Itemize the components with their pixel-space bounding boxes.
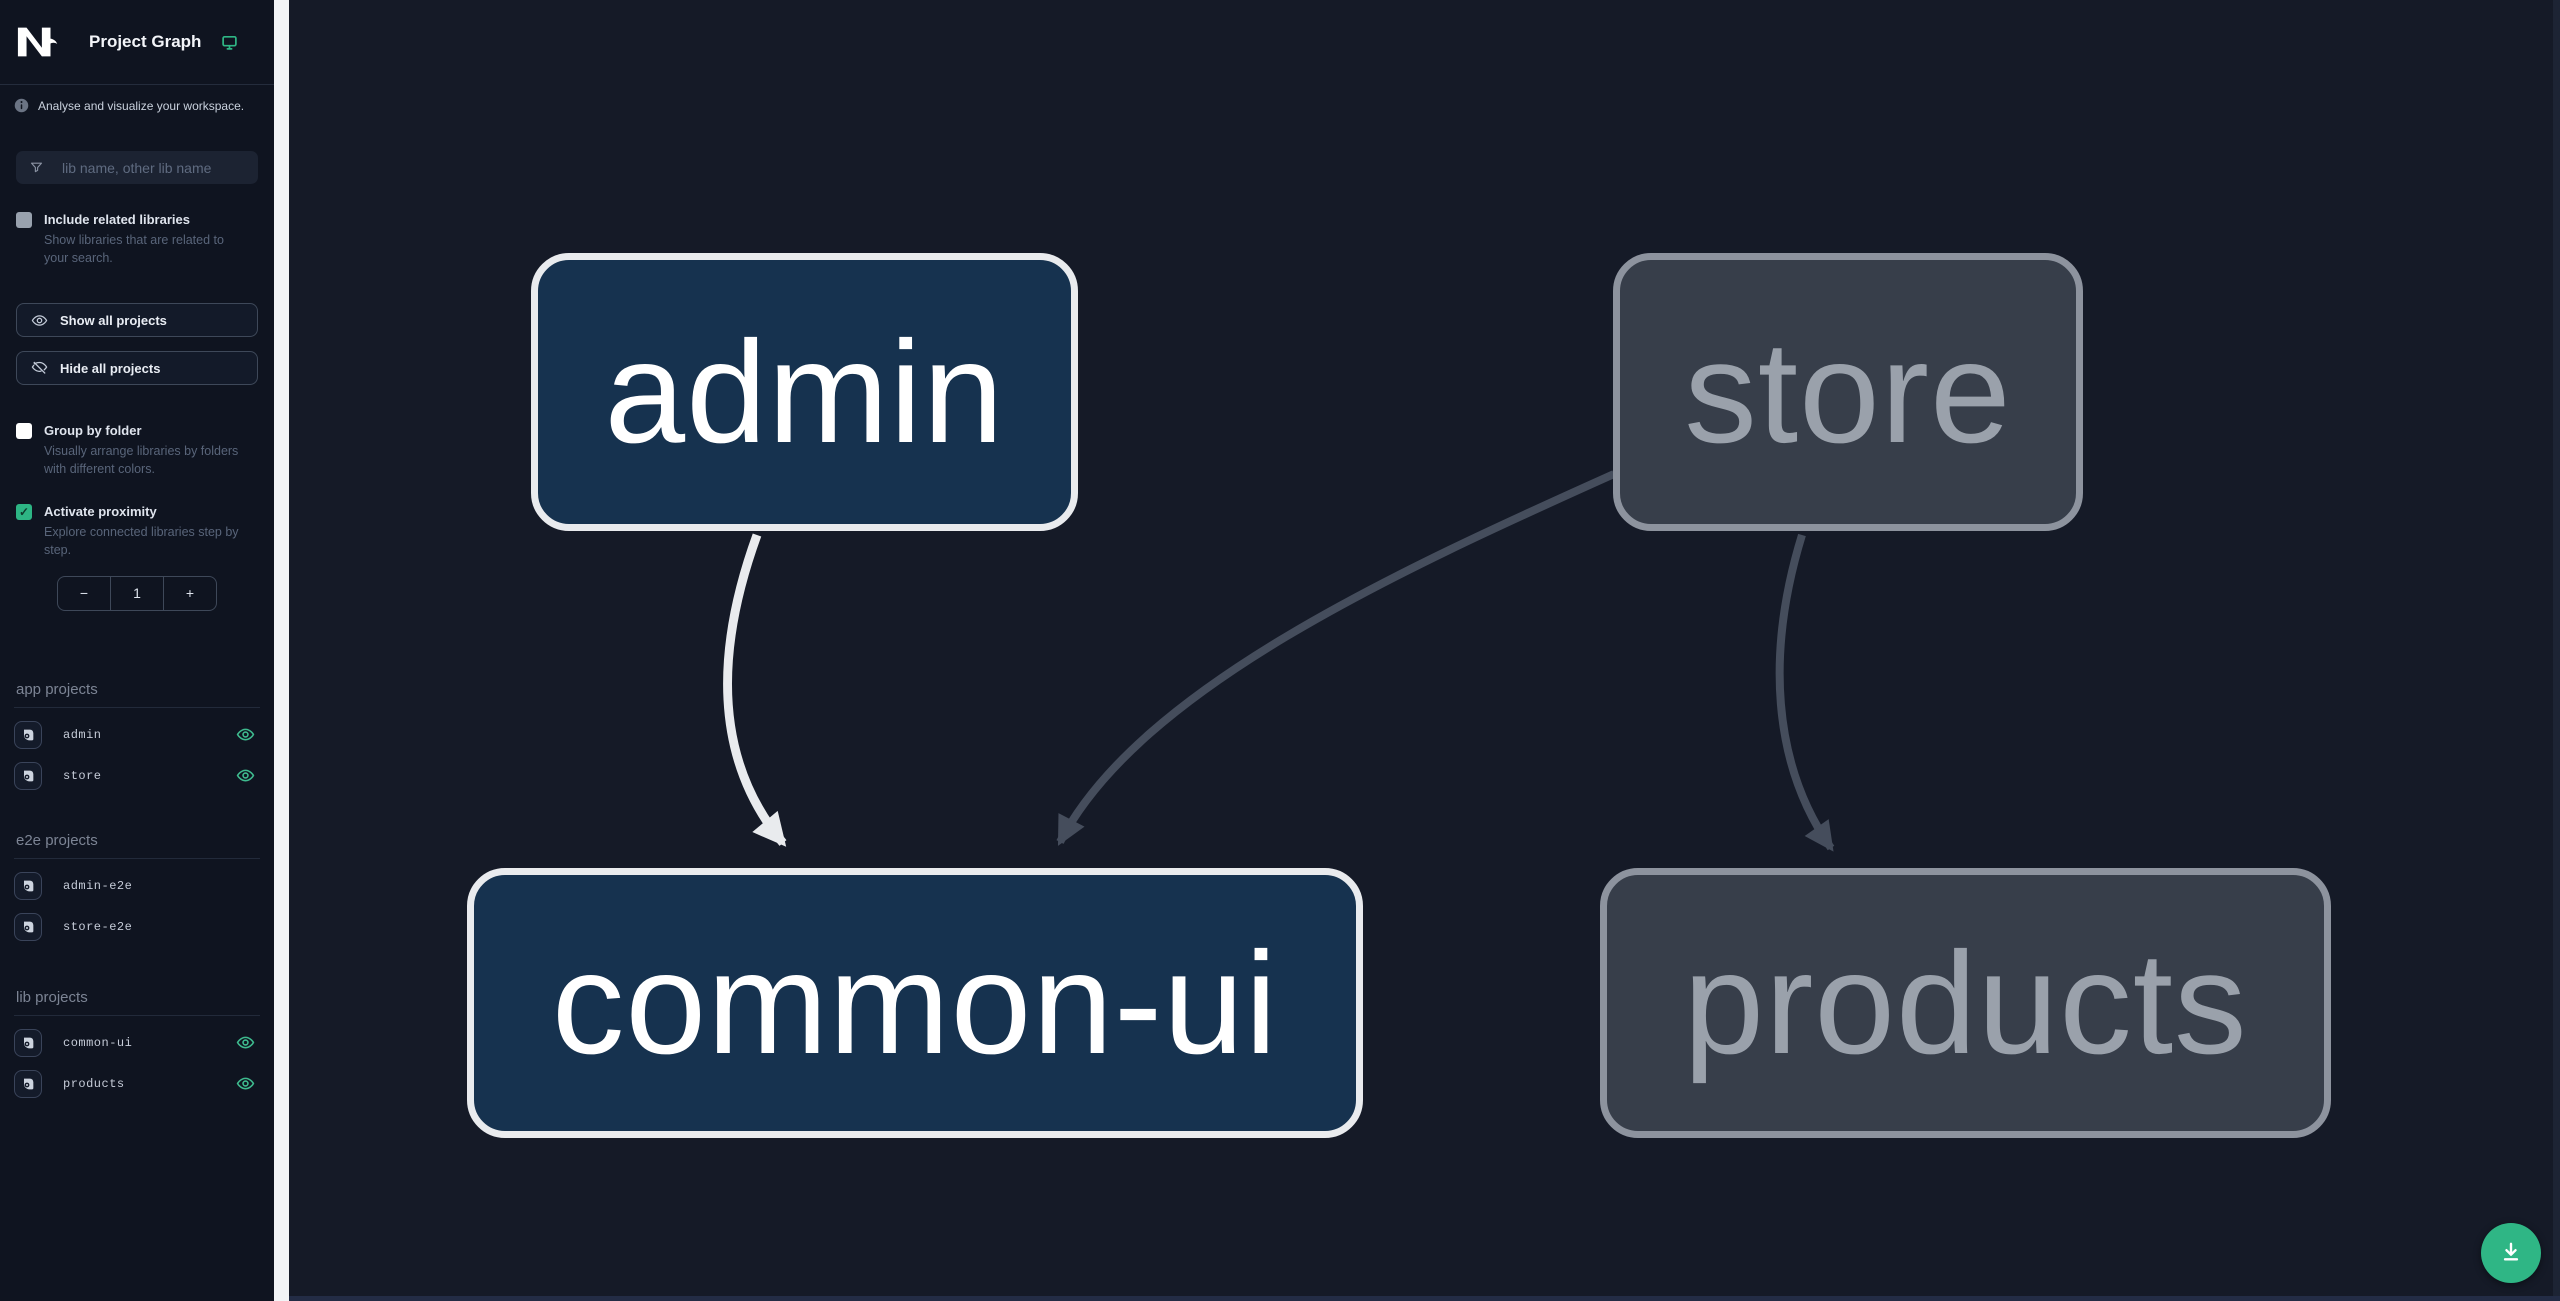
download-icon (2498, 1239, 2524, 1268)
edge-store-to-products[interactable] (1775, 533, 1835, 852)
nx-logo-icon (17, 27, 58, 57)
tagline-row: Analyse and visualize your workspace. (0, 85, 274, 113)
show-all-projects-button[interactable]: Show all projects (16, 303, 258, 338)
activate-proximity-label: Activate proximity (44, 503, 157, 519)
proximity-increment-button[interactable]: + (164, 577, 216, 610)
proximity-stepper: − 1 + (57, 575, 217, 611)
proximity-value: 1 (110, 576, 164, 610)
section-heading: e2e projects (14, 832, 260, 859)
graph-node-store[interactable]: store (1613, 253, 2083, 531)
tagline-text: Analyse and visualize your workspace. (38, 98, 245, 113)
toggle-visibility-eye-icon[interactable] (234, 1032, 256, 1054)
eye-icon (31, 315, 48, 326)
focus-icon (24, 729, 34, 741)
node-label: products (1683, 921, 2248, 1084)
node-label: common-ui (551, 921, 1279, 1084)
sidebar-header: Project Graph (0, 0, 274, 85)
focus-project-button[interactable] (14, 912, 42, 941)
node-label: admin (604, 310, 1005, 473)
proximity-decrement-button[interactable]: − (58, 577, 110, 610)
focus-icon (24, 770, 34, 782)
vertical-scrollbar[interactable] (2553, 0, 2560, 1301)
eye-off-icon (31, 361, 48, 374)
project-item-common-ui: common-ui (14, 1028, 260, 1057)
toggle-visibility-eye-icon[interactable] (234, 765, 256, 787)
search-input[interactable] (16, 151, 258, 184)
sidebar: Project Graph Analyse and visualize your… (0, 0, 274, 1301)
edge-admin-to-common-ui[interactable] (723, 533, 787, 847)
activate-proximity-row: Activate proximity Explore connected lib… (0, 503, 274, 559)
focus-icon (24, 921, 34, 933)
show-all-projects-label: Show all projects (60, 312, 167, 328)
project-item-store-e2e: store-e2e (14, 912, 260, 941)
group-by-folder-label: Group by folder (44, 423, 142, 439)
project-name: admin-e2e (63, 878, 133, 893)
hide-all-projects-button[interactable]: Hide all projects (16, 351, 258, 386)
project-item-admin: admin (14, 720, 260, 749)
focus-icon (24, 880, 34, 892)
focus-project-button[interactable] (14, 871, 42, 900)
toggle-visibility-eye-icon[interactable] (234, 724, 256, 746)
include-related-checkbox[interactable] (16, 212, 32, 228)
graph-node-products[interactable]: products (1600, 868, 2331, 1138)
section-app-projects: app projects admin (14, 681, 260, 790)
section-heading: lib projects (14, 989, 260, 1016)
project-item-admin-e2e: admin-e2e (14, 871, 260, 900)
graph-node-admin[interactable]: admin (531, 253, 1078, 531)
project-name: store (63, 768, 102, 783)
project-item-products: products (14, 1069, 260, 1098)
project-name: store-e2e (63, 919, 133, 934)
focus-project-button[interactable] (14, 720, 42, 749)
project-name: admin (63, 727, 102, 742)
project-item-store: store (14, 761, 260, 790)
hide-all-projects-label: Hide all projects (60, 360, 161, 376)
group-by-folder-checkbox[interactable] (16, 423, 32, 440)
project-name: common-ui (63, 1035, 133, 1050)
focus-project-button[interactable] (14, 1028, 42, 1057)
sidebar-resize-handle[interactable] (274, 0, 289, 1301)
project-name: products (63, 1076, 125, 1091)
edge-store-to-common-ui[interactable] (1056, 470, 1616, 846)
node-label: store (1684, 310, 2012, 473)
group-by-folder-description: Visually arrange libraries by folders wi… (44, 444, 239, 477)
filter-funnel-icon (30, 162, 43, 173)
search-wrap (16, 151, 258, 184)
section-lib-projects: lib projects common-ui (14, 989, 260, 1098)
graph-node-common-ui[interactable]: common-ui (467, 868, 1363, 1138)
page-title: Project Graph (89, 32, 202, 51)
section-heading: app projects (14, 681, 260, 708)
focus-icon (24, 1037, 34, 1049)
toggle-visibility-eye-icon[interactable] (234, 1073, 256, 1095)
include-related-label: Include related libraries (44, 212, 190, 227)
activate-proximity-description: Explore connected libraries step by step… (44, 524, 239, 557)
save-image-button[interactable] (2481, 1223, 2541, 1283)
group-by-folder-row: Group by folder Visually arrange librari… (0, 422, 274, 478)
horizontal-scrollbar-track[interactable] (0, 1296, 2560, 1301)
info-icon (14, 98, 29, 113)
focus-project-button[interactable] (14, 761, 42, 790)
focus-project-button[interactable] (14, 1069, 42, 1098)
activate-proximity-checkbox[interactable] (16, 503, 32, 520)
include-related-row: Include related libraries Show libraries… (0, 211, 274, 267)
include-related-description: Show libraries that are related to your … (44, 233, 224, 266)
monitor-icon (222, 35, 238, 50)
focus-icon (24, 1078, 34, 1090)
section-e2e-projects: e2e projects admin-e2e store-e2e (14, 832, 260, 941)
